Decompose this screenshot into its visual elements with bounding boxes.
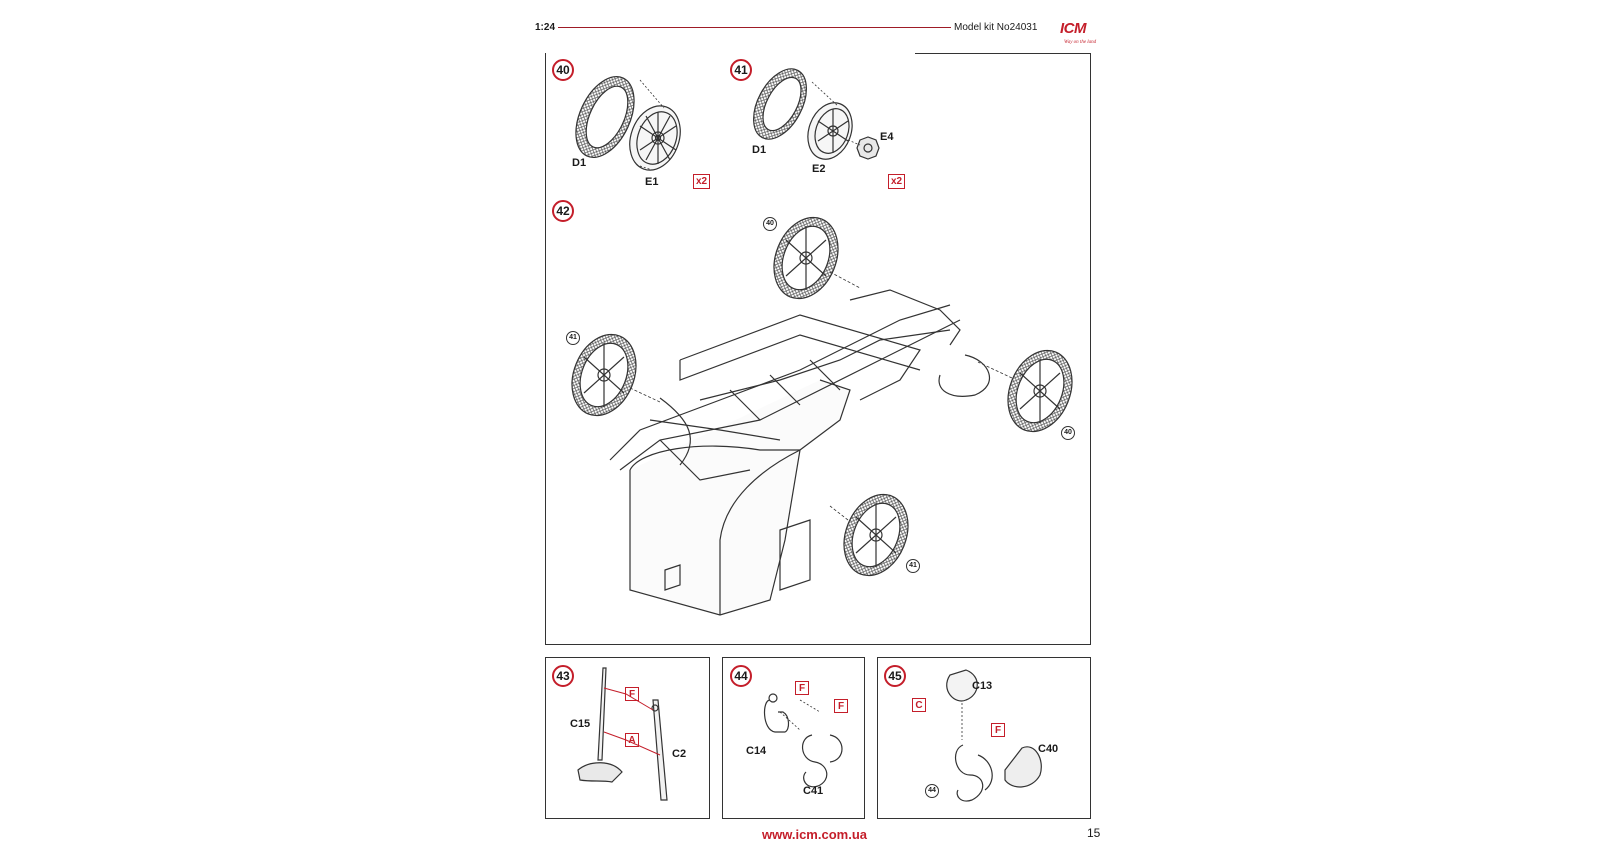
scale-label: 1:24 [535, 22, 556, 33]
step-44-badge: 44 [730, 665, 752, 687]
footer-url[interactable]: www.icm.com.ua [762, 827, 867, 842]
part-e1-step40: E1 [645, 176, 659, 188]
wheel-left [571, 333, 637, 417]
kit-number: Model kit No24031 [954, 22, 1038, 33]
tire-d1-step41 [753, 68, 807, 140]
header-rule [558, 27, 951, 28]
callout-a-step43: A [625, 733, 639, 747]
panel-step-45 [877, 657, 1091, 819]
multiplier-step40: x2 [693, 174, 711, 189]
callout-f1-step44: F [795, 681, 809, 695]
callout-f2-step44: F [834, 699, 848, 713]
callout-f-step43: F [625, 687, 639, 701]
ref-step40-top: 40 [763, 217, 777, 231]
lever-c15 [577, 667, 623, 783]
wheel-e2-step41 [807, 102, 853, 160]
ref-step41-left: 41 [566, 331, 580, 345]
part-e4-step41: E4 [880, 131, 894, 143]
tire-d1-step40 [575, 76, 635, 158]
step-43-badge: 43 [552, 665, 574, 687]
logo-text: ICM [1060, 20, 1087, 37]
part-c15: C15 [570, 718, 591, 730]
page-number: 15 [1087, 826, 1101, 840]
ref-step44: 44 [925, 784, 939, 798]
part-d1-step41: D1 [752, 144, 767, 156]
wheel-rear-top [773, 216, 839, 300]
step-40-badge: 40 [552, 59, 574, 81]
part-c41: C41 [803, 785, 824, 797]
hub-e4-step41 [856, 136, 880, 160]
panel-top-rule [915, 53, 1091, 54]
logo-tagline: Way on the land [1064, 40, 1097, 45]
ref-step40-right: 40 [1061, 426, 1075, 440]
panel-step-43 [545, 657, 710, 819]
bracket-c14 [764, 693, 790, 733]
part-e2-step41: E2 [812, 163, 826, 175]
wheel-front-bottom [843, 493, 909, 577]
step-42-badge: 42 [552, 200, 574, 222]
callout-f-step45: F [991, 723, 1005, 737]
wheel-e1-step40 [629, 105, 681, 171]
multiplier-step41: x2 [888, 174, 906, 189]
step-41-badge: 41 [730, 59, 752, 81]
part-d1-step40: D1 [572, 157, 587, 169]
part-c40: C40 [1038, 743, 1059, 755]
step-45-badge: 45 [884, 665, 906, 687]
horn-pipe [954, 744, 993, 802]
horn-bulb-c13 [946, 669, 978, 702]
wheel-right [1007, 349, 1073, 433]
ref-step41-bottom: 41 [906, 559, 920, 573]
bracket-c41 [802, 734, 843, 788]
lever-c2 [651, 699, 668, 801]
part-c14: C14 [746, 745, 767, 757]
callout-c-step45: C [912, 698, 926, 712]
part-c2: C2 [672, 748, 687, 760]
part-c13: C13 [972, 680, 993, 692]
vehicle-chassis [609, 289, 990, 616]
icm-logo: ICM Way on the land [1056, 20, 1108, 50]
horn-bell-c40 [1004, 746, 1042, 788]
